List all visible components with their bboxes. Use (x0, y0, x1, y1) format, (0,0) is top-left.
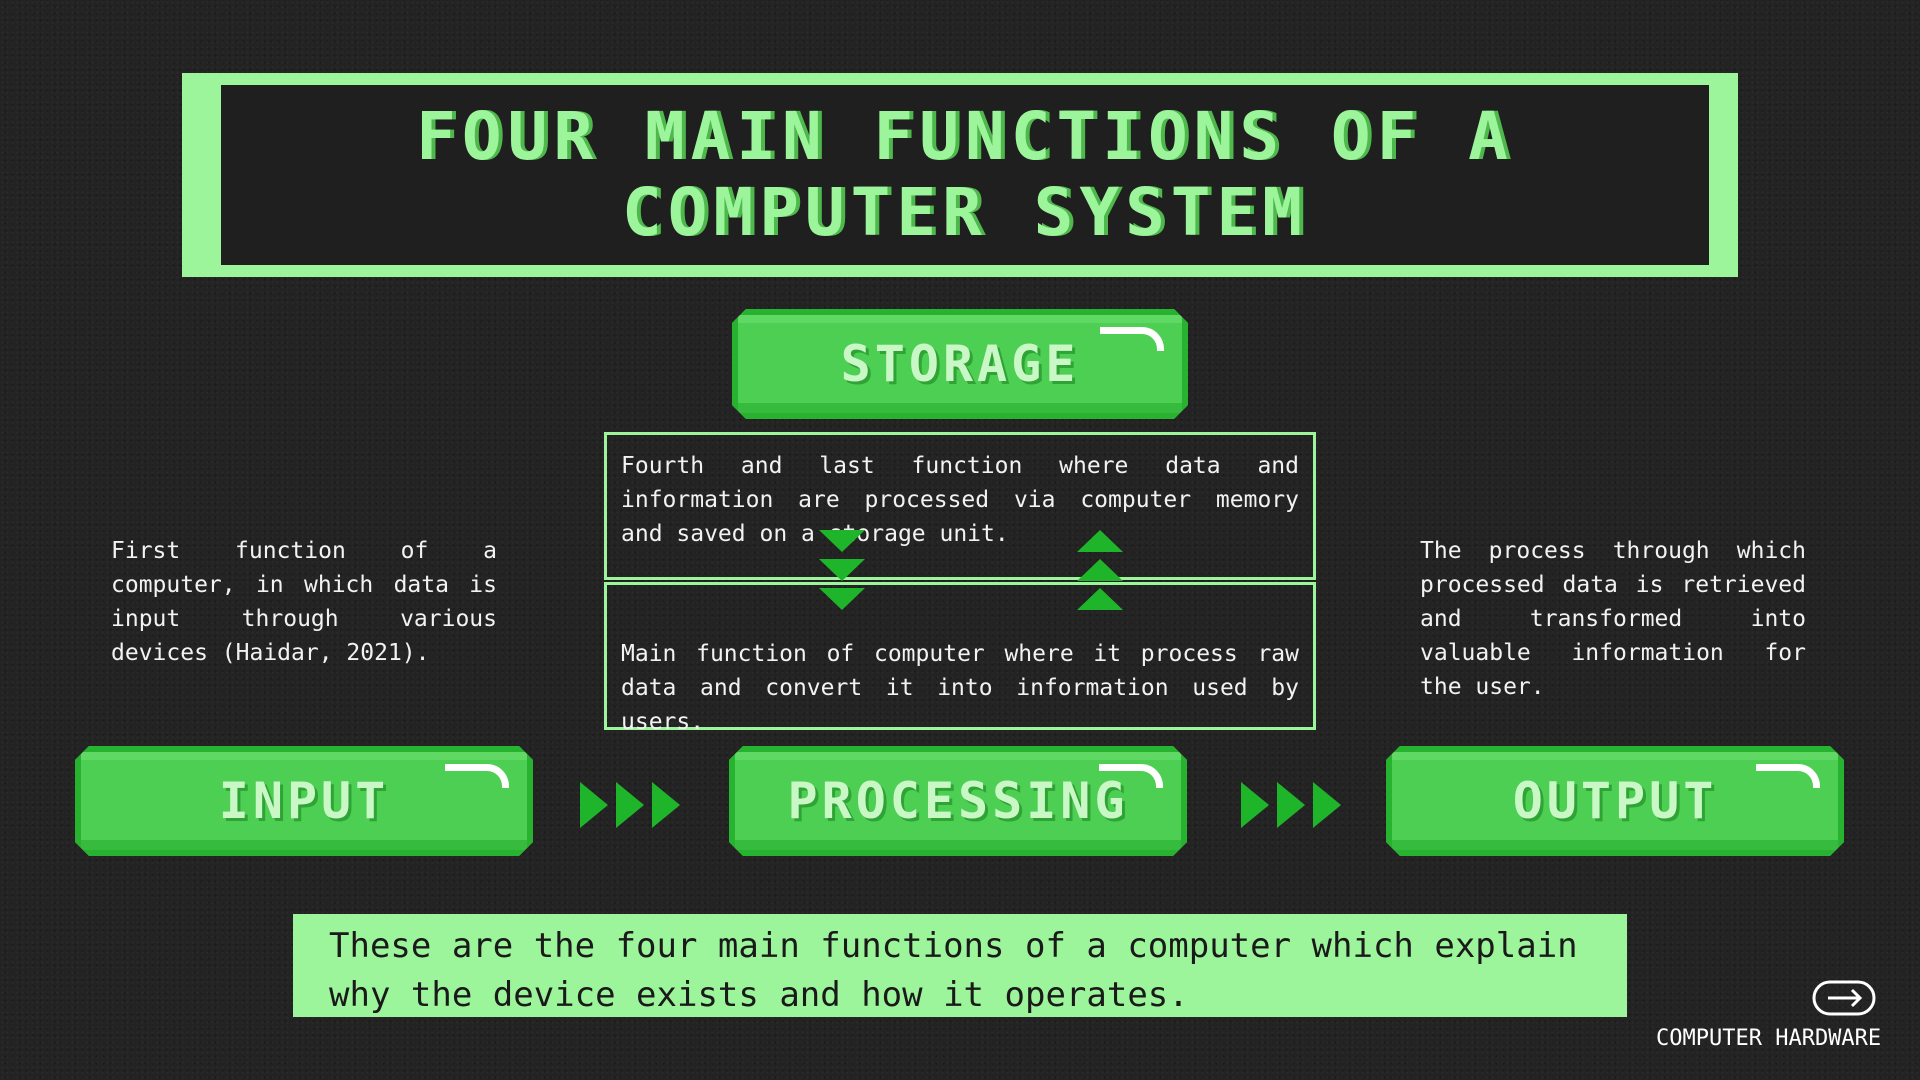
glare-highlight (445, 764, 509, 788)
processing-label: PROCESSING (787, 772, 1129, 830)
title-inner: FOUR MAIN FUNCTIONS OF A COMPUTER SYSTEM (217, 81, 1713, 269)
processing-description-box: Main function of computer where it proce… (604, 582, 1316, 735)
input-label: INPUT (218, 772, 390, 830)
triple-arrow-right-icon (1241, 782, 1341, 828)
storage-description-box: Fourth and last function where data and … (604, 432, 1316, 580)
footer-label: COMPUTER HARDWARE (1656, 1026, 1882, 1051)
glare-highlight (1099, 764, 1163, 788)
output-description: The process through which processed data… (1420, 538, 1806, 700)
output-node: OUTPUT (1386, 746, 1844, 856)
triple-arrow-up-icon (1077, 530, 1123, 610)
triple-arrow-right-icon (580, 782, 680, 828)
glare-highlight (1756, 764, 1820, 788)
processing-description: Main function of computer where it proce… (621, 641, 1299, 735)
storage-node: STORAGE (732, 309, 1188, 419)
page-title: FOUR MAIN FUNCTIONS OF A COMPUTER SYSTEM (416, 98, 1514, 251)
title-frame: FOUR MAIN FUNCTIONS OF A COMPUTER SYSTEM (182, 73, 1738, 277)
storage-description: Fourth and last function where data and … (621, 453, 1299, 547)
processing-node: PROCESSING (729, 746, 1187, 856)
input-description: First function of a computer, in which d… (111, 538, 497, 666)
glare-highlight (1100, 327, 1164, 351)
output-label: OUTPUT (1512, 772, 1718, 830)
triple-arrow-down-icon (819, 530, 865, 610)
summary-text: These are the four main functions of a c… (329, 926, 1578, 1015)
input-node: INPUT (75, 746, 533, 856)
summary-box: These are the four main functions of a c… (293, 914, 1627, 1017)
storage-label: STORAGE (840, 335, 1080, 393)
arrow-right-icon[interactable] (1812, 980, 1876, 1016)
